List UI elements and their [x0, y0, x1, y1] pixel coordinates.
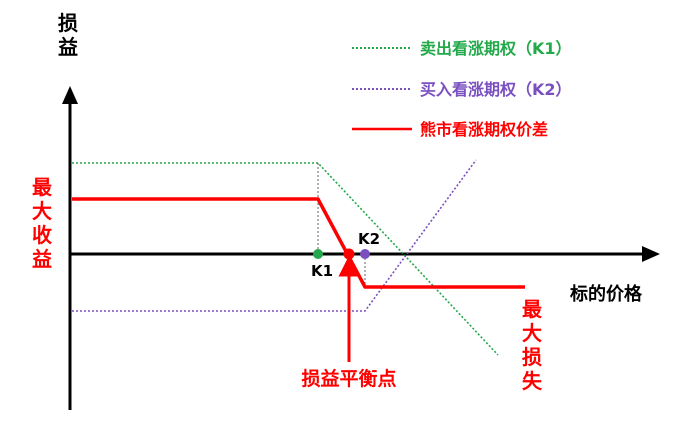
breakeven-label: 损益平衡点: [301, 367, 396, 390]
k2-label: K2: [358, 230, 380, 248]
long-call-payoff-line: [72, 159, 477, 312]
k2-point: [360, 249, 370, 259]
y-axis-arrow: [62, 86, 78, 104]
bear-call-spread-payoff-line: [72, 197, 525, 289]
max-profit-char-1: 最: [32, 175, 53, 199]
max-loss-char-1: 最: [522, 297, 543, 321]
k1-point: [313, 249, 323, 259]
legend-long-call-label: 买入看涨期权（K2）: [420, 80, 572, 99]
legend-spread-label: 熊市看涨期权价差: [420, 120, 548, 139]
x-axis-label: 标的价格: [569, 283, 643, 305]
breakeven-point: [343, 248, 355, 260]
y-axis-label-char-1: 损: [58, 11, 78, 35]
legend-short-call-label: 卖出看涨期权（K1）: [420, 39, 572, 58]
legend: 卖出看涨期权（K1） 买入看涨期权（K2） 熊市看涨期权价差: [352, 39, 572, 139]
x-axis-arrow: [642, 246, 660, 262]
max-loss-char-4: 失: [522, 369, 543, 393]
max-profit-char-4: 益: [32, 247, 52, 271]
max-profit-char-2: 大: [32, 199, 52, 223]
k1-label: K1: [311, 262, 333, 280]
y-axis-label-char-2: 益: [58, 35, 78, 59]
short-call-payoff-line: [72, 162, 499, 356]
max-profit-char-3: 收: [32, 223, 52, 247]
max-loss-char-2: 大: [522, 321, 542, 345]
max-loss-char-3: 损: [522, 345, 542, 369]
